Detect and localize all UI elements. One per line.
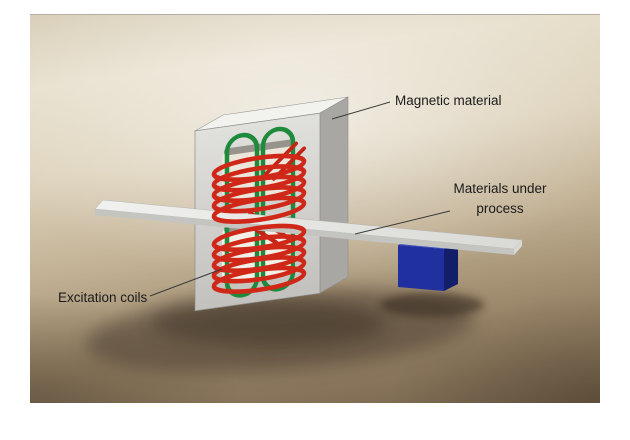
winding-loop-right <box>260 126 296 292</box>
excitation-coils <box>211 153 307 294</box>
core-right-face <box>319 96 349 294</box>
label-materials-under-line1: Materials under <box>453 181 547 196</box>
leader-line-magnetic-material <box>331 101 391 120</box>
illustration-canvas: Magnetic material Materials under proces… <box>30 14 600 403</box>
leader-line-materials-under-process <box>354 210 451 235</box>
strip-end-cap <box>514 240 522 255</box>
label-excitation-coils: Excitation coils <box>58 290 148 305</box>
end-block-right-face <box>444 243 458 291</box>
cast-shadow <box>85 288 484 374</box>
end-block-front-face <box>398 245 444 291</box>
label-materials-under-line2: process <box>476 201 524 216</box>
label-magnetic-material: Magnetic material <box>395 93 502 108</box>
leader-line-excitation-coils <box>149 268 223 297</box>
diagram-svg: Magnetic material Materials under proces… <box>58 93 547 374</box>
